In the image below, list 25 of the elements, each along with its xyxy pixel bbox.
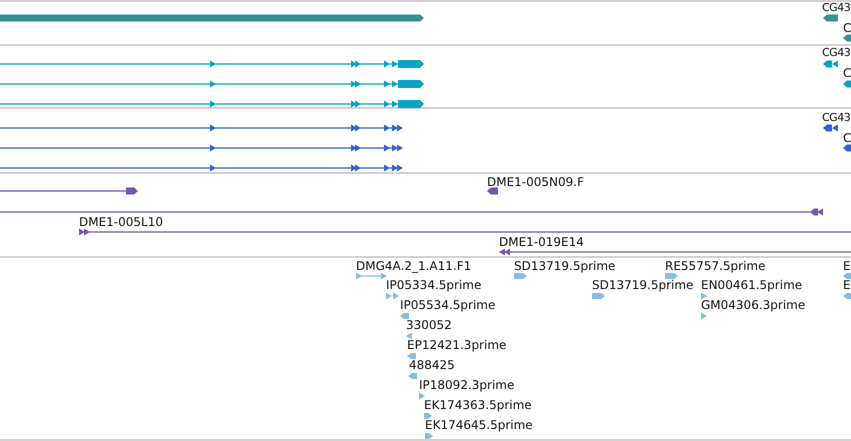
feature-label: EP12421.3prime: [407, 338, 506, 352]
feature-label: DMG4A.2_1.A11.F1: [356, 259, 472, 273]
feature-label: GM04306.3prime: [701, 298, 806, 312]
feature-label: DME1-005N09.F: [487, 175, 584, 189]
feature-label: EN00461.5prime: [701, 278, 802, 292]
feature-label: DME1-019E14: [499, 235, 584, 249]
feature-label: E: [843, 278, 851, 292]
feature-label: C: [843, 131, 851, 145]
feature-label: DME1-005L10: [79, 215, 163, 229]
feature-label: SD13719.5prime: [514, 259, 616, 273]
feature-label: CG43: [822, 46, 850, 60]
feature-label: RE55757.5prime: [665, 259, 766, 273]
feature-label: CG43: [822, 1, 850, 15]
feature-label: SD13719.5prime: [592, 278, 694, 292]
feature-label: EK174645.5prime: [425, 418, 533, 432]
feature-label: C: [843, 21, 851, 35]
feature-label: IP05334.5prime: [386, 278, 482, 292]
feature-label: E: [843, 259, 851, 273]
feature-label: IP18092.3prime: [419, 378, 514, 392]
feature-label: 488425: [409, 358, 455, 372]
feature-label: CG43: [822, 111, 850, 125]
feature-label: C: [843, 66, 851, 80]
feature-label: 330052: [406, 318, 452, 332]
feature-label: IP05534.5prime: [400, 298, 496, 312]
feature-label: EK174363.5prime: [424, 398, 532, 412]
